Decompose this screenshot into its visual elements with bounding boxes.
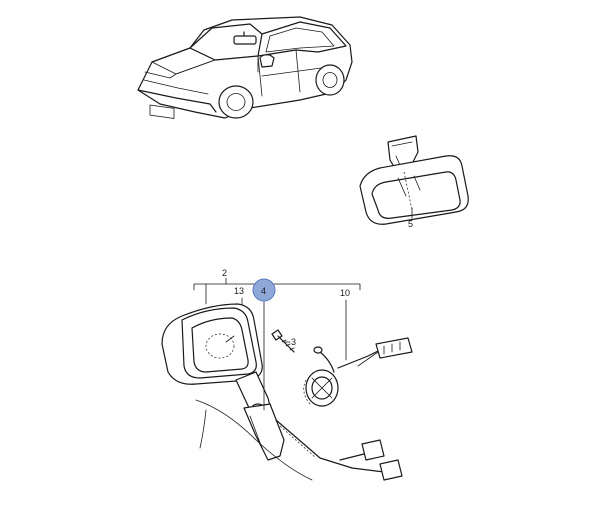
interior-rear-view-mirror (359, 135, 469, 225)
callout-4-highlight (252, 278, 276, 302)
callout-4[interactable]: 4 (252, 278, 276, 411)
car-illustration (137, 16, 353, 119)
callout-4-label: 4 (261, 286, 266, 296)
callout-13-label: 13 (234, 286, 244, 296)
exterior-mirror-housing (161, 303, 263, 385)
callout-3[interactable]: 3 (283, 337, 296, 347)
screw (271, 329, 295, 353)
wiring-connector-lower (379, 459, 403, 481)
wiring-connector-upper (375, 337, 413, 359)
car-exterior-mirror-marker (259, 54, 275, 68)
callout-2[interactable]: 2 (205, 268, 227, 305)
callout-3-label: 3 (291, 337, 296, 347)
callout-2-label: 2 (222, 268, 227, 278)
mirror-adjuster-motor (303, 369, 339, 407)
mirror-mount-base (195, 371, 313, 481)
car-interior-mirror-marker (233, 35, 257, 45)
callout-10-label: 10 (340, 288, 350, 298)
callout-10[interactable]: 10 (340, 288, 350, 361)
callout-5[interactable]: 5 (408, 207, 413, 229)
wiring-connector-middle (361, 439, 385, 461)
wiring-harness (275, 337, 413, 481)
assembly-bracket (193, 283, 361, 291)
callout-5-label: 5 (408, 219, 413, 229)
